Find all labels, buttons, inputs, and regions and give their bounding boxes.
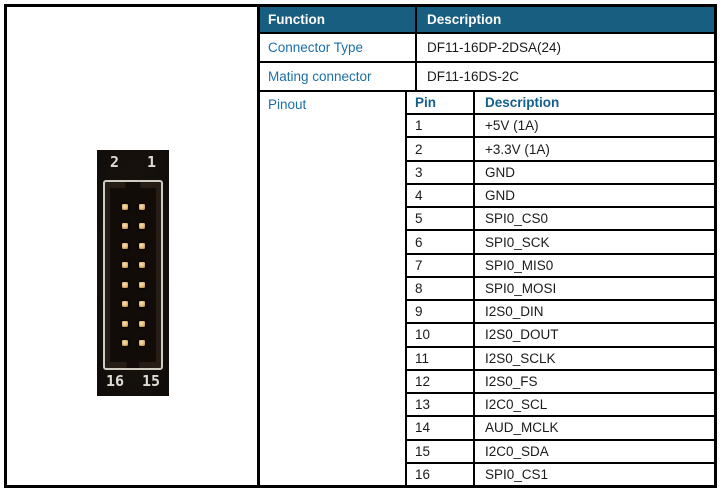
connector-key-notch-bottom [126,360,140,368]
connector-pin [138,320,145,327]
photo-top-pin-labels: 2 1 [97,150,169,180]
connector-pin [138,203,145,210]
pin-row: 14 AUD_MCLK [407,417,714,441]
connector-pin [121,281,128,288]
connector-pin [121,203,128,210]
pin-description: SPI0_CS1 [485,466,549,482]
description-column-header: Description [427,12,502,27]
pin-row: 16 SPI0_CS1 [407,463,714,485]
pin-1-label: 1 [146,153,156,171]
pin-number: 6 [407,231,475,253]
pin-row: 9 I2S0_DIN [407,301,714,325]
pin-row: 1 +5V (1A) [407,115,714,139]
pin-row: 11 I2S0_SCLK [407,347,714,371]
pin-number: 13 [407,394,475,416]
connector-pin [121,223,128,230]
connector-key-notch-top [125,182,141,192]
pin-description: GND [485,164,515,180]
pin-row: 8 SPI0_MOSI [407,277,714,302]
connector-pin [138,340,145,347]
pin-row: 5 SPI0_CS0 [407,208,714,232]
pin-row: 2 +3.3V (1A) [407,138,714,162]
function-column-header: Function [260,7,417,32]
pin-number: 9 [407,301,475,323]
connector-pin [121,262,128,269]
pin-number: 7 [407,254,475,276]
pin-description: AUD_MCLK [485,420,559,436]
pin-2-label: 2 [110,153,120,171]
pin-number: 5 [407,208,475,230]
pin-row: 10 I2S0_DOUT [407,324,714,348]
pin-number: 11 [407,347,475,369]
connector-pin [138,223,145,230]
pin-description: SPI0_MOSI [485,280,557,296]
pin-description: +5V (1A) [485,118,539,134]
pin-number: 10 [407,324,475,346]
connector-pin [138,281,145,288]
connector-photo-cell: 2 1 [7,7,260,485]
pin-description: GND [485,188,515,204]
pin-row: 13 I2C0_SCL [407,394,714,418]
pin-description: I2S0_DIN [485,304,544,320]
spec-table: Function Description Connector Type DF11… [260,7,714,485]
connector-type-label: Connector Type [260,34,417,61]
connector-pin [121,242,128,249]
pin-row: 15 I2C0_SDA [407,440,714,464]
photo-bottom-pin-labels: 16 15 [97,370,169,396]
pin-description: I2C0_SDA [485,443,549,459]
table-row: Connector Type DF11-16DP-2DSA(24) [260,34,714,63]
pin-row: 7 SPI0_MIS0 [407,254,714,278]
pin-row: 6 SPI0_SCK [407,231,714,255]
pin-description: I2S0_DOUT [485,327,559,343]
pin-16-label: 16 [106,372,125,390]
connector-cavity [110,188,156,362]
connector-pin [121,340,128,347]
pin-row: 12 I2S0_FS [407,370,714,395]
connector-pin [138,242,145,249]
pin-description: I2S0_SCLK [485,350,556,366]
connector-pin [121,301,128,308]
pinout-header-row: Pin Description [407,92,714,116]
pin-description: I2C0_SCL [485,397,548,413]
mating-connector-value: DF11-16DS-2C [427,69,520,84]
connector-pin-grid [116,197,150,353]
connector-photo: 2 1 [97,150,169,396]
pin-15-label: 15 [141,372,160,390]
pin-number: 15 [407,440,475,462]
pin-number: 12 [407,370,475,393]
table-header-row: Function Description [260,7,714,34]
connector-pin [138,301,145,308]
mating-connector-label: Mating connector [260,63,417,90]
pin-description-column-header: Description [485,95,560,111]
table-row: Mating connector DF11-16DS-2C [260,63,714,92]
pin-number: 14 [407,417,475,439]
pin-description: SPI0_CS0 [485,211,549,227]
pin-column-header: Pin [407,92,475,114]
pin-number: 8 [407,277,475,300]
table-frame: 2 1 [4,4,717,488]
pin-number: 16 [407,463,475,485]
pin-description: +3.3V (1A) [485,141,550,157]
connector-pin [138,262,145,269]
connector-type-value: DF11-16DP-2DSA(24) [427,40,562,55]
pin-number: 1 [407,115,475,137]
connector-shroud-outline [103,180,163,370]
pin-description: SPI0_SCK [485,234,550,250]
pinout-row: Pinout Pin Description 1 +5V (1A) 2 +3.3V … [260,92,714,485]
pin-row: 4 GND [407,184,714,209]
pin-description: I2S0_FS [485,373,538,389]
pin-description: SPI0_MIS0 [485,257,554,273]
pin-number: 2 [407,138,475,160]
connector-pin [121,320,128,327]
pinout-label: Pinout [260,92,407,485]
pin-number: 4 [407,184,475,207]
pin-number: 3 [407,161,475,183]
pin-row: 3 GND [407,161,714,185]
